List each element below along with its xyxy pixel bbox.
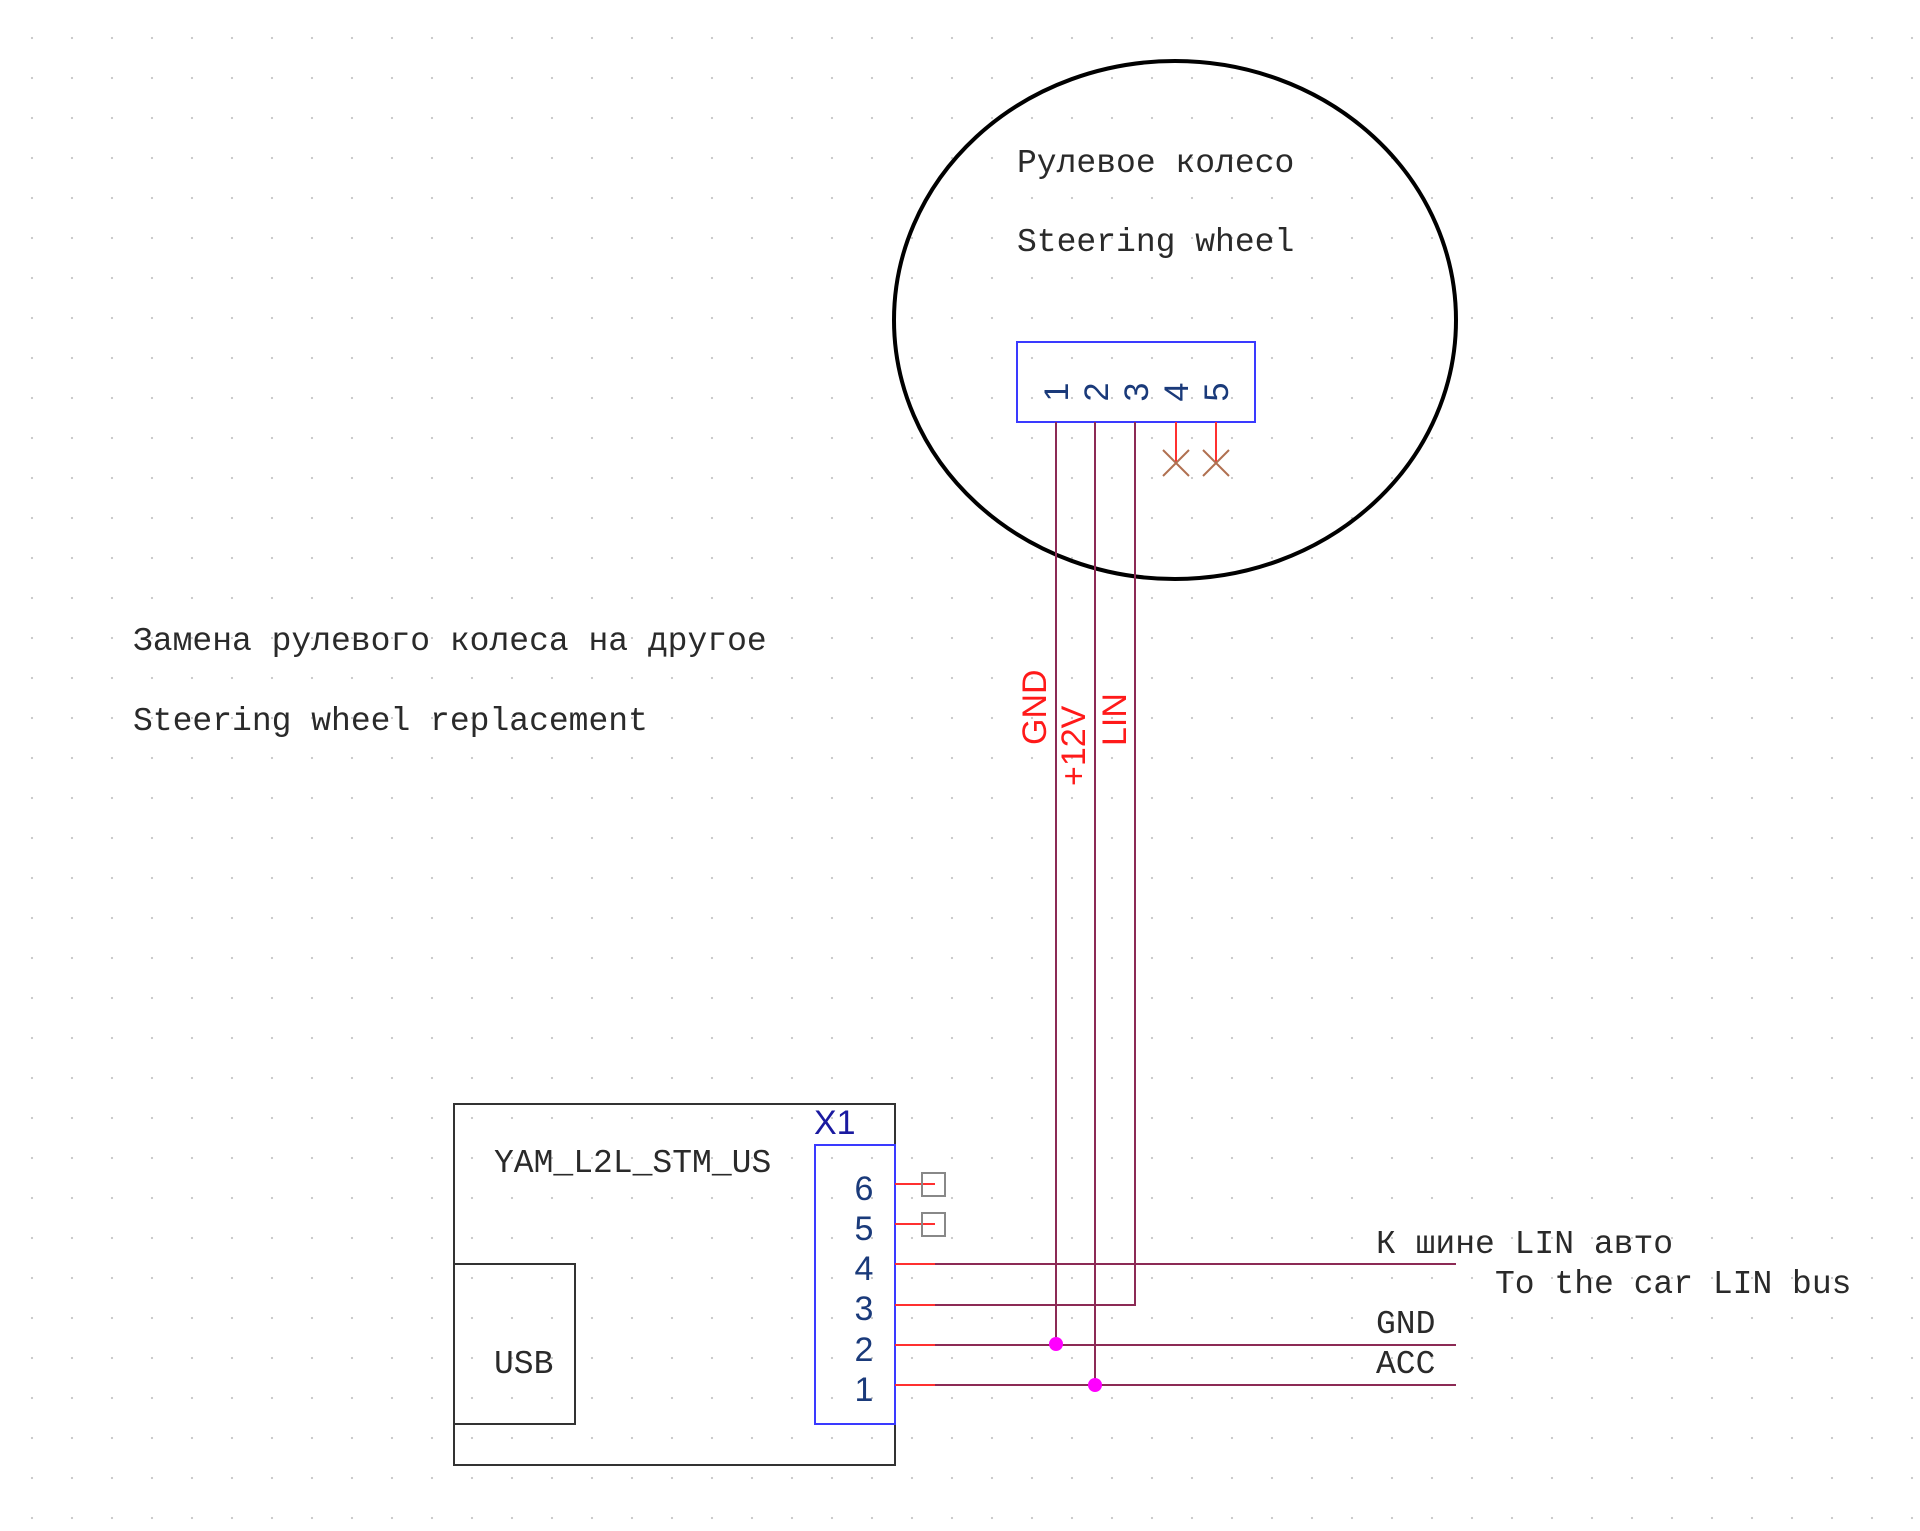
net-label-12v: +12V <box>1055 705 1093 786</box>
steering-wheel-outline <box>892 59 1458 581</box>
sw-pin-1: 1 <box>1038 383 1076 402</box>
x1-unconnected-stubs <box>895 1172 946 1237</box>
steering-wheel-connector-pins: 1 2 3 4 5 <box>1038 383 1236 402</box>
x1-pin-6: 6 <box>855 1170 874 1208</box>
x1-pin-4: 4 <box>855 1250 874 1288</box>
steering-wheel-title-ru: Рулевое колесо <box>1017 145 1294 182</box>
x1-pin-5: 5 <box>855 1210 874 1248</box>
net-label-lin: LIN <box>1096 693 1134 746</box>
lin-bus-label-ru: К шине LIN авто <box>1376 1226 1673 1263</box>
usb-label: USB <box>494 1346 553 1383</box>
lin-bus-label-en: To the car LIN bus <box>1495 1266 1851 1303</box>
ext-acc-label: ACC <box>1376 1346 1435 1383</box>
wire-lin[interactable] <box>895 422 1136 1306</box>
x1-pins: 6 5 4 3 2 1 <box>855 1170 874 1409</box>
x1-pin-3: 3 <box>855 1290 874 1328</box>
steering-wheel-title-en: Steering wheel <box>1017 224 1294 261</box>
sw-pin-3: 3 <box>1118 383 1156 402</box>
description-en: Steering wheel replacement <box>133 703 648 740</box>
usb-box[interactable] <box>453 1263 576 1425</box>
x1-connector[interactable] <box>814 1144 896 1425</box>
net-label-gnd: GND <box>1016 669 1054 745</box>
x1-pin-2: 2 <box>855 1331 874 1369</box>
module-name: YAM_L2L_STM_US <box>494 1145 771 1182</box>
steering-wheel-connector[interactable] <box>1016 341 1256 423</box>
sw-pin-2: 2 <box>1078 383 1116 402</box>
sw-pin-4: 4 <box>1158 383 1196 402</box>
no-connect-markers <box>1162 422 1230 477</box>
ext-gnd-label: GND <box>1376 1306 1435 1343</box>
connector-ref-x1: X1 <box>814 1104 856 1142</box>
description-ru: Замена рулевого колеса на другое <box>133 623 767 660</box>
junction-gnd <box>1049 1337 1063 1351</box>
junction-acc <box>1088 1378 1102 1392</box>
sw-pin-5: 5 <box>1198 383 1236 402</box>
x1-pin-1: 1 <box>855 1371 874 1409</box>
